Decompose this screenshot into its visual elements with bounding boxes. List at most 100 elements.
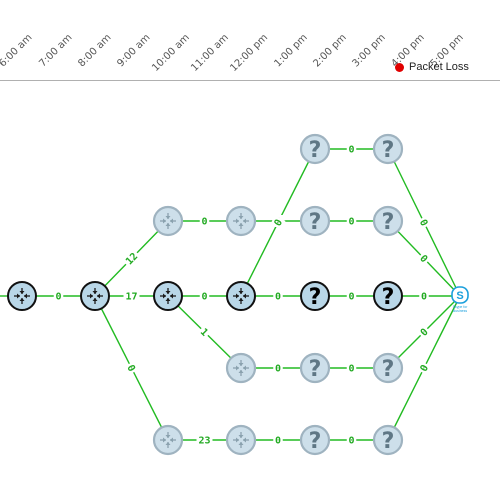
unknown-hop-node[interactable]: ? — [372, 133, 404, 165]
link-label: 0 — [270, 215, 286, 230]
router-node[interactable] — [225, 424, 257, 456]
unknown-hop-node[interactable]: ? — [299, 133, 331, 165]
router-arrows-icon — [160, 288, 176, 304]
unknown-hop-node[interactable]: ? — [372, 424, 404, 456]
unknown-hop-node[interactable]: ? — [299, 424, 331, 456]
link-label-text: 0 — [55, 292, 61, 303]
node-circle — [225, 205, 257, 237]
legend: Packet Loss — [395, 60, 469, 74]
svg-text:S: S — [456, 290, 463, 302]
link-label-text: 1 — [198, 327, 210, 339]
unknown-hop-node[interactable]: ? — [300, 281, 330, 311]
time-tick-label: 2:00 pm — [311, 32, 349, 70]
router-arrows-icon — [233, 288, 249, 304]
link-label-text: 17 — [125, 292, 137, 303]
router-arrows-icon — [160, 213, 176, 229]
link-label-bg — [416, 361, 432, 375]
link-label-text: 23 — [198, 436, 210, 447]
link-label: 23 — [196, 434, 213, 447]
link-label-text: 0 — [201, 292, 207, 303]
node-circle — [152, 424, 184, 456]
link-label: 0 — [416, 324, 432, 340]
node-circle — [372, 205, 404, 237]
link-label: 0 — [199, 215, 210, 228]
router-node[interactable] — [226, 281, 256, 311]
link-label-text: 0 — [275, 436, 281, 447]
router-node[interactable] — [152, 205, 184, 237]
router-node[interactable] — [225, 352, 257, 384]
link-label-text: 0 — [417, 253, 429, 265]
link-label-bg — [346, 143, 357, 155]
node-circle — [372, 424, 404, 456]
router-arrows-icon — [160, 432, 176, 448]
link-label-bg — [199, 215, 210, 227]
node-circle — [225, 424, 257, 456]
question-mark-icon: ? — [309, 357, 322, 382]
node-circle — [152, 205, 184, 237]
router-node[interactable] — [225, 205, 257, 237]
link-label-text: 0 — [348, 364, 354, 375]
node-circle — [299, 424, 331, 456]
link-label: 0 — [273, 434, 283, 447]
router-node[interactable] — [153, 281, 183, 311]
link-label-bg — [346, 362, 357, 374]
link-label: 0 — [346, 290, 357, 303]
link-label: 0 — [419, 290, 429, 303]
link-label-bg — [346, 434, 357, 446]
link-label: 0 — [346, 434, 357, 447]
link-label-bg — [273, 362, 283, 374]
link-label-text: 0 — [275, 364, 281, 375]
link-label-text: 12 — [124, 251, 140, 267]
link-label-text: 0 — [348, 292, 354, 303]
link-label-text: 0 — [124, 363, 137, 373]
question-mark-icon: ? — [382, 138, 395, 163]
router-arrows-icon — [233, 432, 249, 448]
time-tick-label: 9:00 am — [115, 32, 153, 70]
question-mark-icon: ? — [382, 285, 395, 310]
skype-caption: Business — [453, 309, 467, 313]
router-node[interactable] — [7, 281, 37, 311]
node-circle — [80, 281, 110, 311]
node-circle — [372, 133, 404, 165]
node-circle — [299, 205, 331, 237]
link-label-bg — [196, 434, 213, 446]
link-label-bg — [346, 290, 357, 302]
node-circle — [373, 281, 403, 311]
link-label-bg — [196, 324, 213, 340]
link-label: 0 — [346, 215, 357, 228]
node-circle — [299, 352, 331, 384]
unknown-hop-node[interactable]: ? — [372, 352, 404, 384]
node-circle — [7, 281, 37, 311]
node-circle — [300, 281, 330, 311]
link-label: 1 — [196, 324, 213, 340]
link-label: 0 — [346, 143, 357, 156]
question-mark-icon: ? — [309, 429, 322, 454]
unknown-hop-node[interactable]: ? — [372, 205, 404, 237]
link-label-bg — [419, 290, 429, 302]
question-mark-icon: ? — [382, 357, 395, 382]
time-tick-label: 7:00 am — [37, 32, 75, 70]
unknown-hop-node[interactable]: ? — [299, 352, 331, 384]
link-label-text: 0 — [419, 363, 432, 373]
node-circle — [372, 352, 404, 384]
router-arrows-icon — [233, 213, 249, 229]
time-tick-label: 6:00 am — [0, 32, 35, 70]
link-label: 0 — [346, 362, 357, 375]
link-label-bg — [273, 434, 283, 446]
question-mark-icon: ? — [382, 429, 395, 454]
link-label: 17 — [123, 290, 140, 303]
router-node[interactable] — [152, 424, 184, 456]
link-label-text: 0 — [417, 218, 430, 228]
link-label-bg — [416, 250, 432, 267]
link-label-text: 0 — [348, 436, 354, 447]
unknown-hop-node[interactable]: ? — [373, 281, 403, 311]
skype-caption: Skype for — [453, 305, 469, 309]
router-arrows-icon — [233, 360, 249, 376]
router-node[interactable] — [80, 281, 110, 311]
link-label-bg — [273, 290, 283, 302]
unknown-hop-node[interactable]: ? — [299, 205, 331, 237]
router-arrows-icon — [14, 288, 30, 304]
packet-loss-legend-dot — [395, 62, 404, 72]
link-label-bg — [124, 361, 139, 375]
